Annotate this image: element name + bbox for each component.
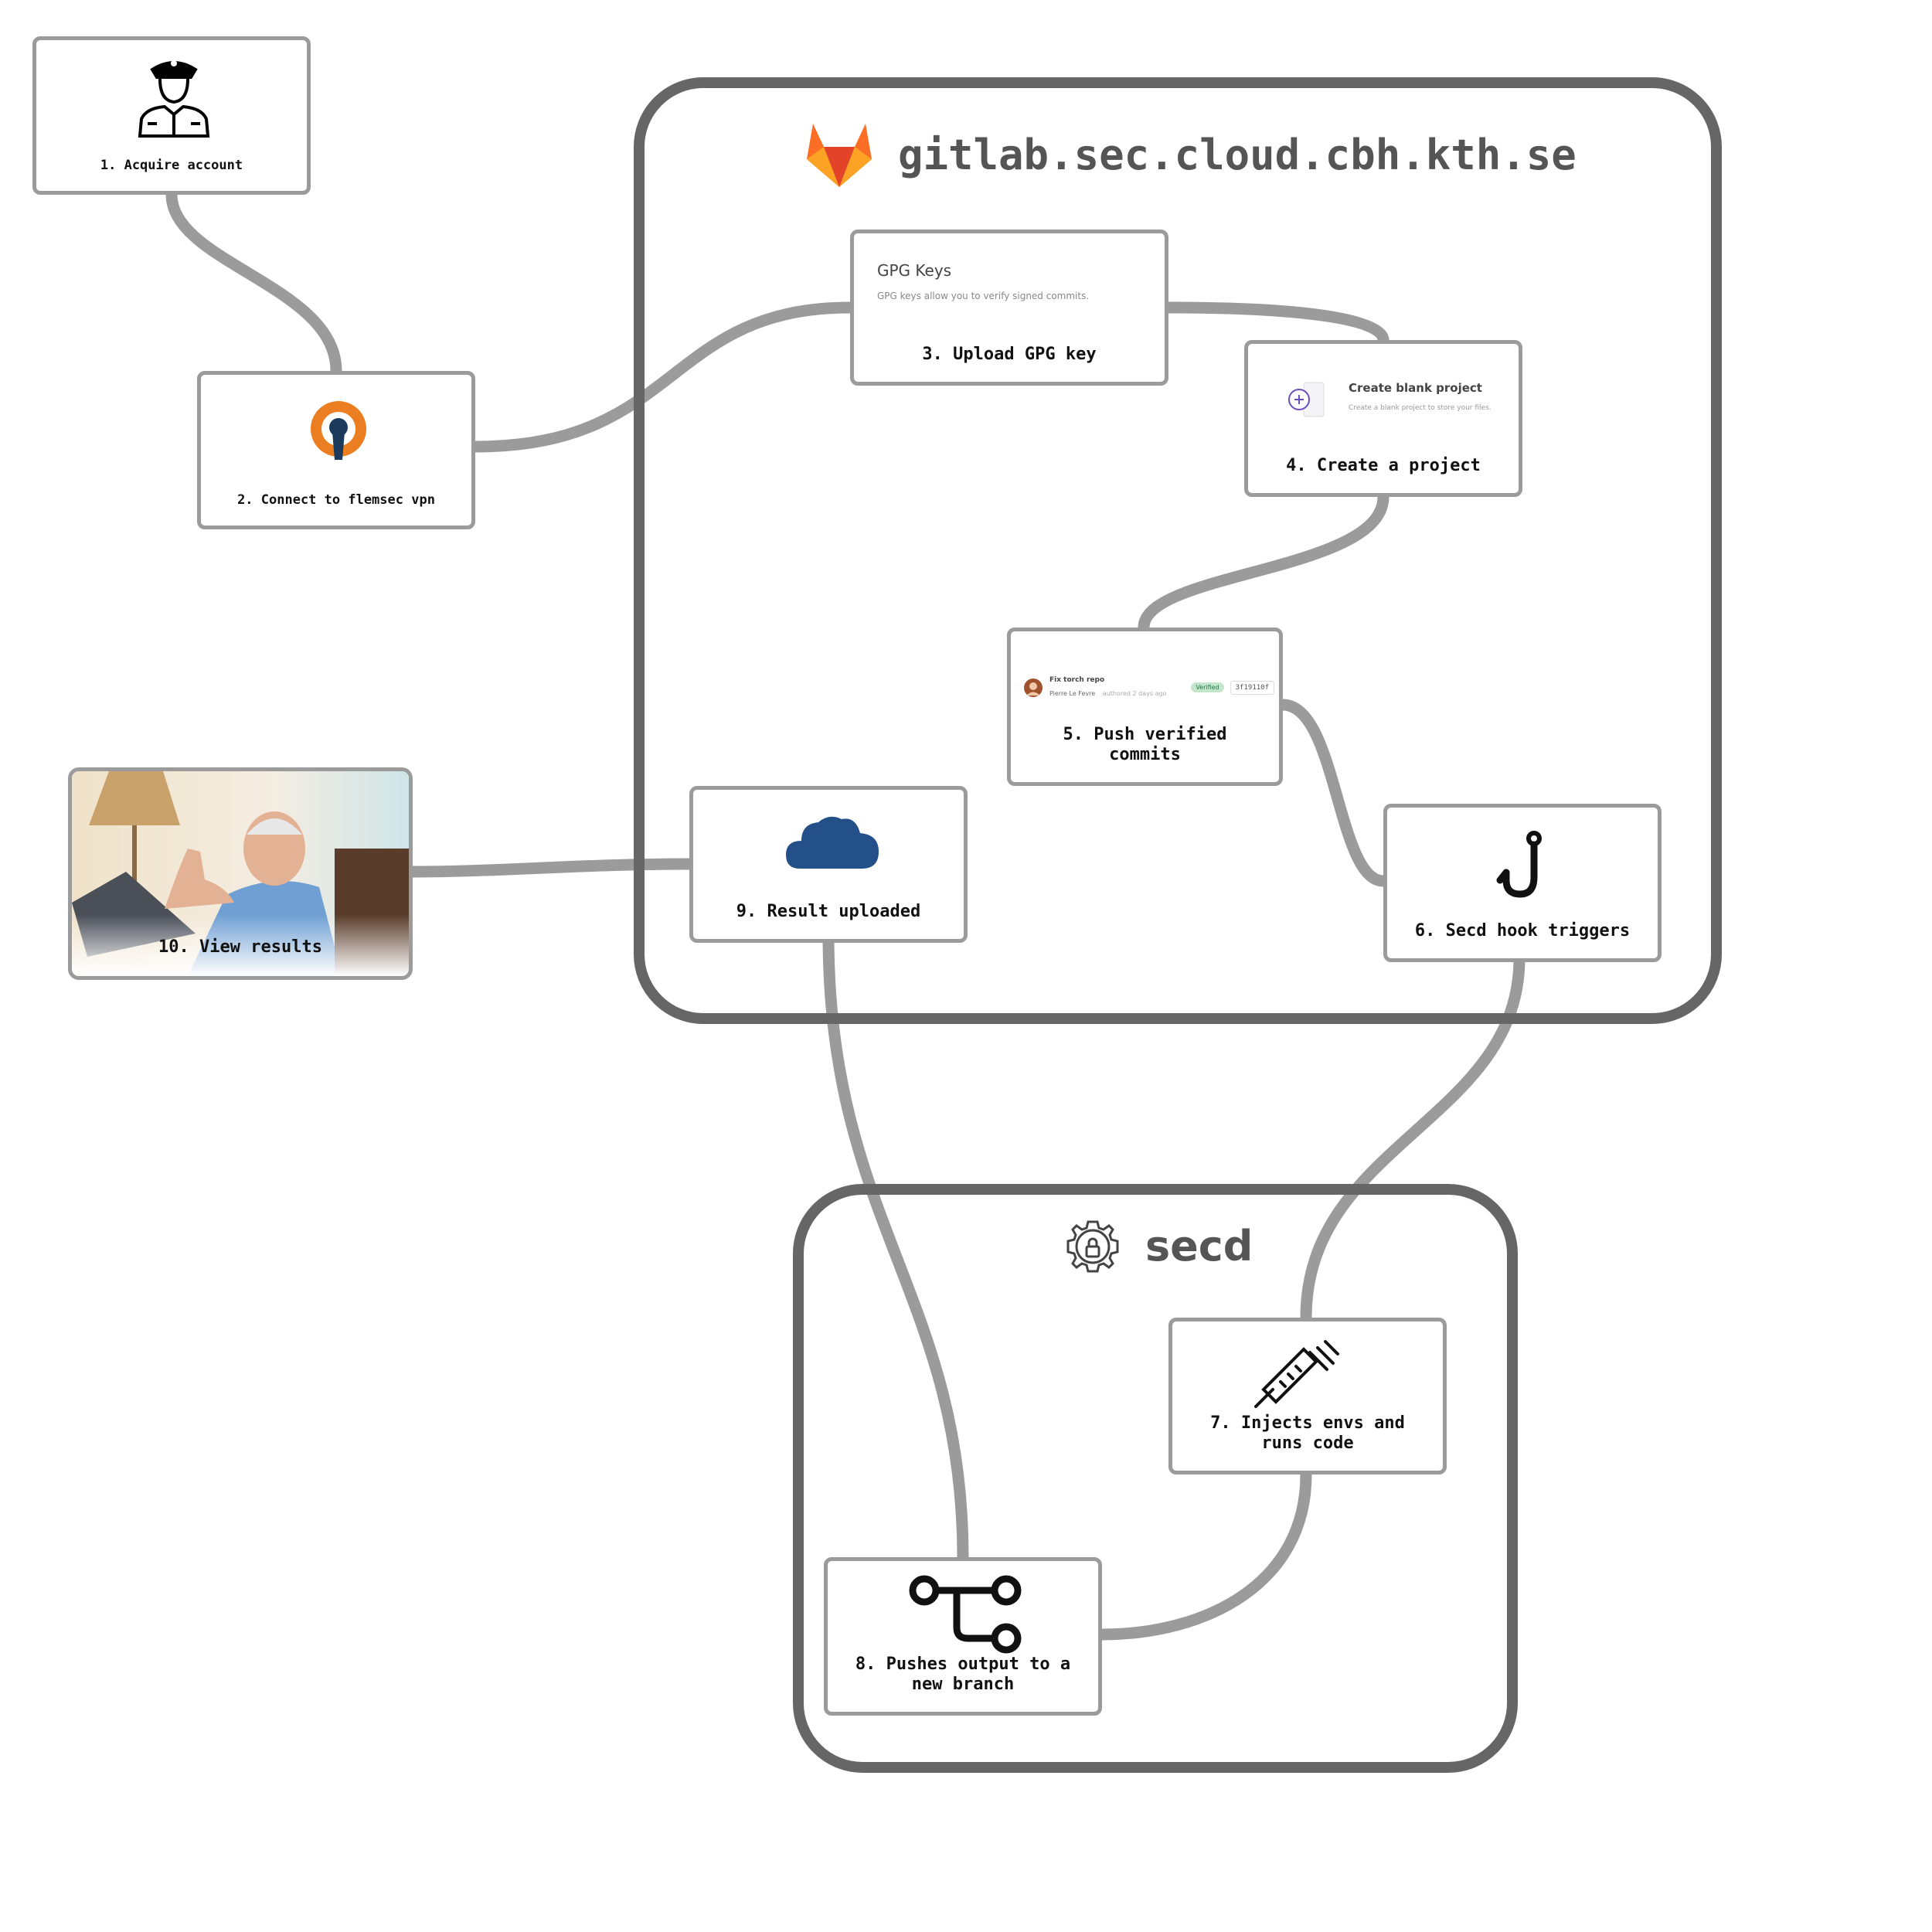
step-2-connect-vpn: 2. Connect to flemsec vpn — [197, 371, 475, 529]
commit-title: Fix torch repo — [1049, 676, 1105, 684]
step-6-secd-hook: 6. Secd hook triggers — [1383, 804, 1662, 962]
create-project-heading: Create blank project — [1349, 381, 1482, 395]
create-project-subtext: Create a blank project to store your fil… — [1349, 404, 1492, 412]
step-4-create-project: Create blank project Create a blank proj… — [1244, 340, 1522, 497]
commit-sha: 3f19110f — [1230, 680, 1274, 695]
step-7-label: 7. Injects envs and runs code — [1210, 1413, 1405, 1453]
commit-author-avatar — [1024, 678, 1043, 697]
step-1-acquire-account: 1. Acquire account — [32, 36, 311, 195]
step-3-upload-gpg-key: GPG Keys GPG keys allow you to verify si… — [850, 230, 1168, 386]
connector-3-4 — [1162, 301, 1389, 346]
branch-icon — [909, 1575, 1022, 1654]
step-9-result-uploaded: 9. Result uploaded — [689, 786, 968, 943]
connector-9-10 — [405, 858, 696, 878]
commit-author: Pierre Le Fevre — [1049, 690, 1096, 697]
create-project-screenshot: Create blank project Create a blank proj… — [1287, 381, 1492, 420]
step-7-injects-envs: 7. Injects envs and runs code — [1168, 1318, 1447, 1475]
step-6-label: 6. Secd hook triggers — [1414, 921, 1631, 940]
commit-time: authored 2 days ago — [1102, 690, 1167, 697]
thumbs-up-man-photo — [72, 771, 409, 976]
connector-1-2 — [165, 189, 342, 377]
secd-group-header: secd — [1063, 1213, 1253, 1279]
verified-badge: Verified — [1191, 682, 1224, 692]
secd-group-title: secd — [1145, 1222, 1253, 1270]
gear-lock-icon — [1066, 1220, 1119, 1272]
step-5-push-verified-commits: Fix torch repo Pierre Le Fevre authored … — [1007, 628, 1283, 786]
police-officer-icon — [138, 60, 210, 138]
gitlab-group-header: gitlab.sec.cloud.cbh.kth.se — [804, 116, 1577, 193]
step-9-label: 9. Result uploaded — [736, 902, 921, 921]
plus-circle-icon — [1288, 382, 1325, 417]
step-2-label: 2. Connect to flemsec vpn — [237, 492, 435, 508]
step-8-pushes-output: 8. Pushes output to a new branch — [824, 1557, 1102, 1716]
gpg-keys-heading: GPG Keys — [877, 261, 952, 280]
secd-group — [793, 1184, 1518, 1773]
syringe-icon — [1254, 1340, 1339, 1408]
verified-commit-screenshot: Fix torch repo Pierre Le Fevre authored … — [1023, 676, 1274, 699]
gitlab-group — [634, 77, 1722, 1024]
step-8-label: 8. Pushes output to a new branch — [855, 1655, 1071, 1694]
gitlab-logo-icon — [807, 124, 872, 187]
connector-4-5 — [1138, 491, 1389, 634]
cloud-icon — [786, 816, 879, 869]
step-5-label: 5. Push verified commits — [1063, 725, 1227, 764]
connector-7-8 — [1096, 1468, 1312, 1641]
connector-5-6 — [1277, 699, 1389, 887]
connector-2-3 — [469, 301, 856, 453]
gpg-keys-screenshot: GPG Keys GPG keys allow you to verify si… — [877, 261, 1089, 301]
hook-icon — [1496, 831, 1542, 898]
connector-8-9 — [822, 937, 969, 1563]
step-10-label: 10. View results — [158, 937, 322, 957]
step-3-label: 3. Upload GPG key — [922, 345, 1097, 364]
gitlab-group-title: gitlab.sec.cloud.cbh.kth.se — [898, 130, 1577, 179]
step-4-label: 4. Create a project — [1286, 456, 1481, 475]
step-1-label: 1. Acquire account — [100, 158, 243, 173]
openvpn-keyhole-icon — [311, 401, 366, 460]
step-10-view-results: 10. View results — [68, 767, 413, 980]
gpg-keys-subtext: GPG keys allow you to verify signed comm… — [877, 291, 1090, 301]
